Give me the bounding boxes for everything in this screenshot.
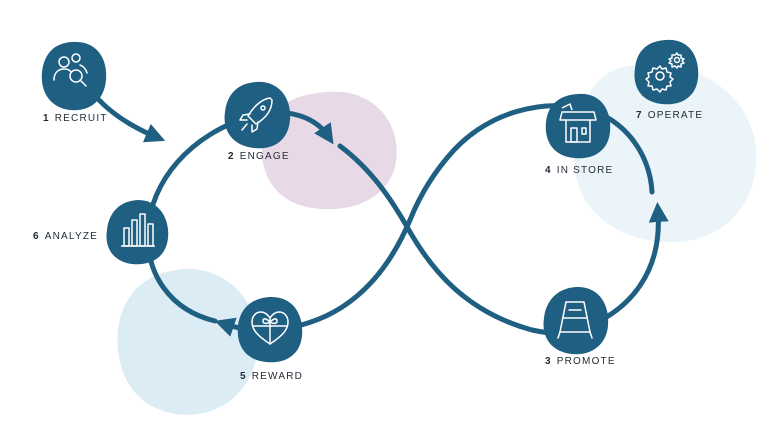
- gift-heart-icon: [251, 311, 289, 345]
- step-label-analyze: 6 ANALYZE: [33, 231, 98, 242]
- background-blob-blue-left: [117, 268, 259, 415]
- step-analyze-node: [106, 200, 169, 265]
- background-blob-purple: [262, 91, 397, 210]
- loop-right-top: [407, 103, 655, 223]
- step-name: ANALYZE: [44, 231, 98, 242]
- step-label-operate: 7 OPERATE: [636, 110, 703, 121]
- step-label-reward: 5 REWARD: [240, 371, 303, 382]
- step-number: 1: [43, 113, 50, 124]
- step-recruit-node: [41, 41, 107, 111]
- users-search-icon: [53, 53, 88, 87]
- step-engage-node: [224, 81, 291, 149]
- step-label-engage: 2 ENGAGE: [228, 151, 290, 162]
- step-number: 7: [636, 110, 643, 121]
- storefront-icon: [559, 103, 597, 143]
- step-in-store-node: [545, 93, 611, 159]
- gears-icon: [645, 52, 685, 93]
- step-number: 5: [240, 371, 247, 382]
- bar-chart-icon: [121, 213, 155, 247]
- step-number: 4: [545, 165, 552, 176]
- step-number: 6: [33, 231, 40, 242]
- step-name: ENGAGE: [239, 151, 290, 162]
- step-label-promote: 3 PROMOTE: [545, 356, 616, 367]
- step-name: OPERATE: [647, 110, 704, 121]
- step-name: IN STORE: [556, 165, 614, 176]
- step-label-recruit: 1 RECRUIT: [43, 113, 108, 124]
- step-name: PROMOTE: [556, 356, 616, 367]
- background-blob-blue-right: [573, 63, 757, 243]
- step-number: 2: [228, 151, 235, 162]
- step-number: 3: [545, 356, 552, 367]
- step-reward-node: [237, 296, 303, 363]
- step-name: RECRUIT: [54, 113, 108, 124]
- loop-left-arc: [145, 110, 334, 324]
- step-promote-node: [543, 286, 609, 355]
- step-operate-node: [634, 39, 699, 105]
- rocket-icon: [239, 97, 273, 133]
- step-name: REWARD: [251, 371, 304, 382]
- step-label-in-store: 4 IN STORE: [545, 165, 613, 176]
- a-frame-sign-icon: [557, 301, 593, 339]
